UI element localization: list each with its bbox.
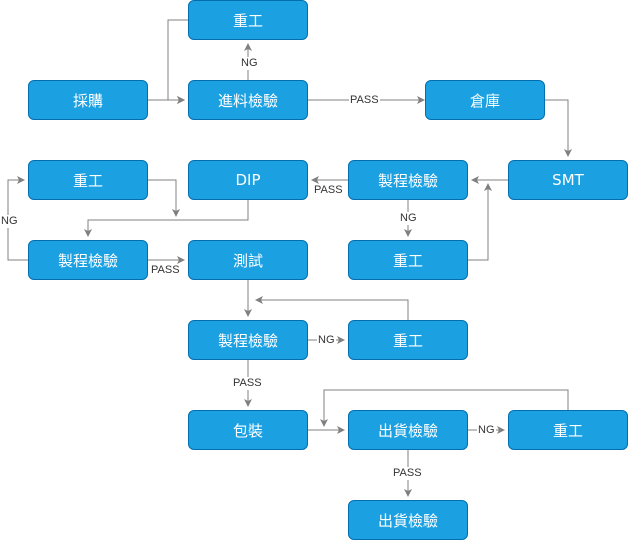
edge-dip-to-process-left (84, 200, 249, 237)
node-label: 出貨檢驗 (377, 511, 438, 530)
node-incoming-inspection[interactable]: 進料檢驗 (188, 80, 308, 120)
edge-label-ng-shipping: NG (477, 424, 496, 437)
node-label: 採購 (72, 91, 103, 110)
edge-label-pass-process-left: PASS (150, 264, 181, 277)
edge-rework-lower-to-test (255, 296, 409, 320)
node-label: SMT (552, 171, 584, 189)
node-label: 製程檢驗 (57, 251, 118, 270)
node-shipping-inspection-final[interactable]: 出貨檢驗 (348, 500, 468, 540)
node-label: 倉庫 (469, 91, 500, 110)
node-rework-lower[interactable]: 重工 (348, 320, 468, 360)
node-process-inspection-lower[interactable]: 製程檢驗 (188, 320, 308, 360)
edge-rework-left-to-process-left (148, 179, 180, 217)
node-label: 重工 (392, 251, 423, 270)
node-rework-right[interactable]: 重工 (508, 410, 628, 450)
node-label: 重工 (392, 331, 423, 350)
node-rework-top[interactable]: 重工 (188, 0, 308, 40)
edge-label-pass-incoming: PASS (349, 94, 380, 107)
edge-label-ng-process-lower: NG (317, 334, 336, 347)
node-label: 製程檢驗 (217, 331, 278, 350)
node-rework-left[interactable]: 重工 (28, 160, 148, 200)
node-label: 測試 (232, 251, 263, 270)
node-purchase[interactable]: 採購 (28, 80, 148, 120)
node-rework-mid[interactable]: 重工 (348, 240, 468, 280)
node-label: 出貨檢驗 (377, 421, 438, 440)
edge-warehouse-to-smt (545, 99, 572, 157)
node-label: 包裝 (232, 421, 263, 440)
node-process-inspection-left[interactable]: 製程檢驗 (28, 240, 148, 280)
node-process-inspection-mid[interactable]: 製程檢驗 (348, 160, 468, 200)
node-shipping-inspection[interactable]: 出貨檢驗 (348, 410, 468, 450)
node-test[interactable]: 測試 (188, 240, 308, 280)
edge-rework-right-to-shipping (320, 389, 569, 427)
node-label: 重工 (72, 171, 103, 190)
node-warehouse[interactable]: 倉庫 (425, 80, 545, 120)
node-label: 製程檢驗 (377, 171, 438, 190)
node-dip[interactable]: DIP (188, 160, 308, 200)
node-label: DIP (235, 171, 261, 189)
edge-label-pass-process-lower: PASS (232, 377, 263, 390)
node-label: 進料檢驗 (217, 91, 278, 110)
edge-rework-mid-to-smt (468, 183, 492, 261)
node-label: 重工 (552, 421, 583, 440)
node-label: 重工 (232, 11, 263, 30)
edge-label-ng-rework-left: NG (0, 215, 19, 228)
node-packaging[interactable]: 包裝 (188, 410, 308, 450)
edge-rework-top-to-incoming (167, 19, 188, 104)
edge-label-pass-shipping: PASS (392, 467, 423, 480)
node-smt[interactable]: SMT (508, 160, 628, 200)
edge-label-ng-process-mid: NG (399, 212, 418, 225)
edge-label-ng-incoming: NG (240, 57, 259, 70)
edge-label-pass-process-mid: PASS (313, 184, 344, 197)
